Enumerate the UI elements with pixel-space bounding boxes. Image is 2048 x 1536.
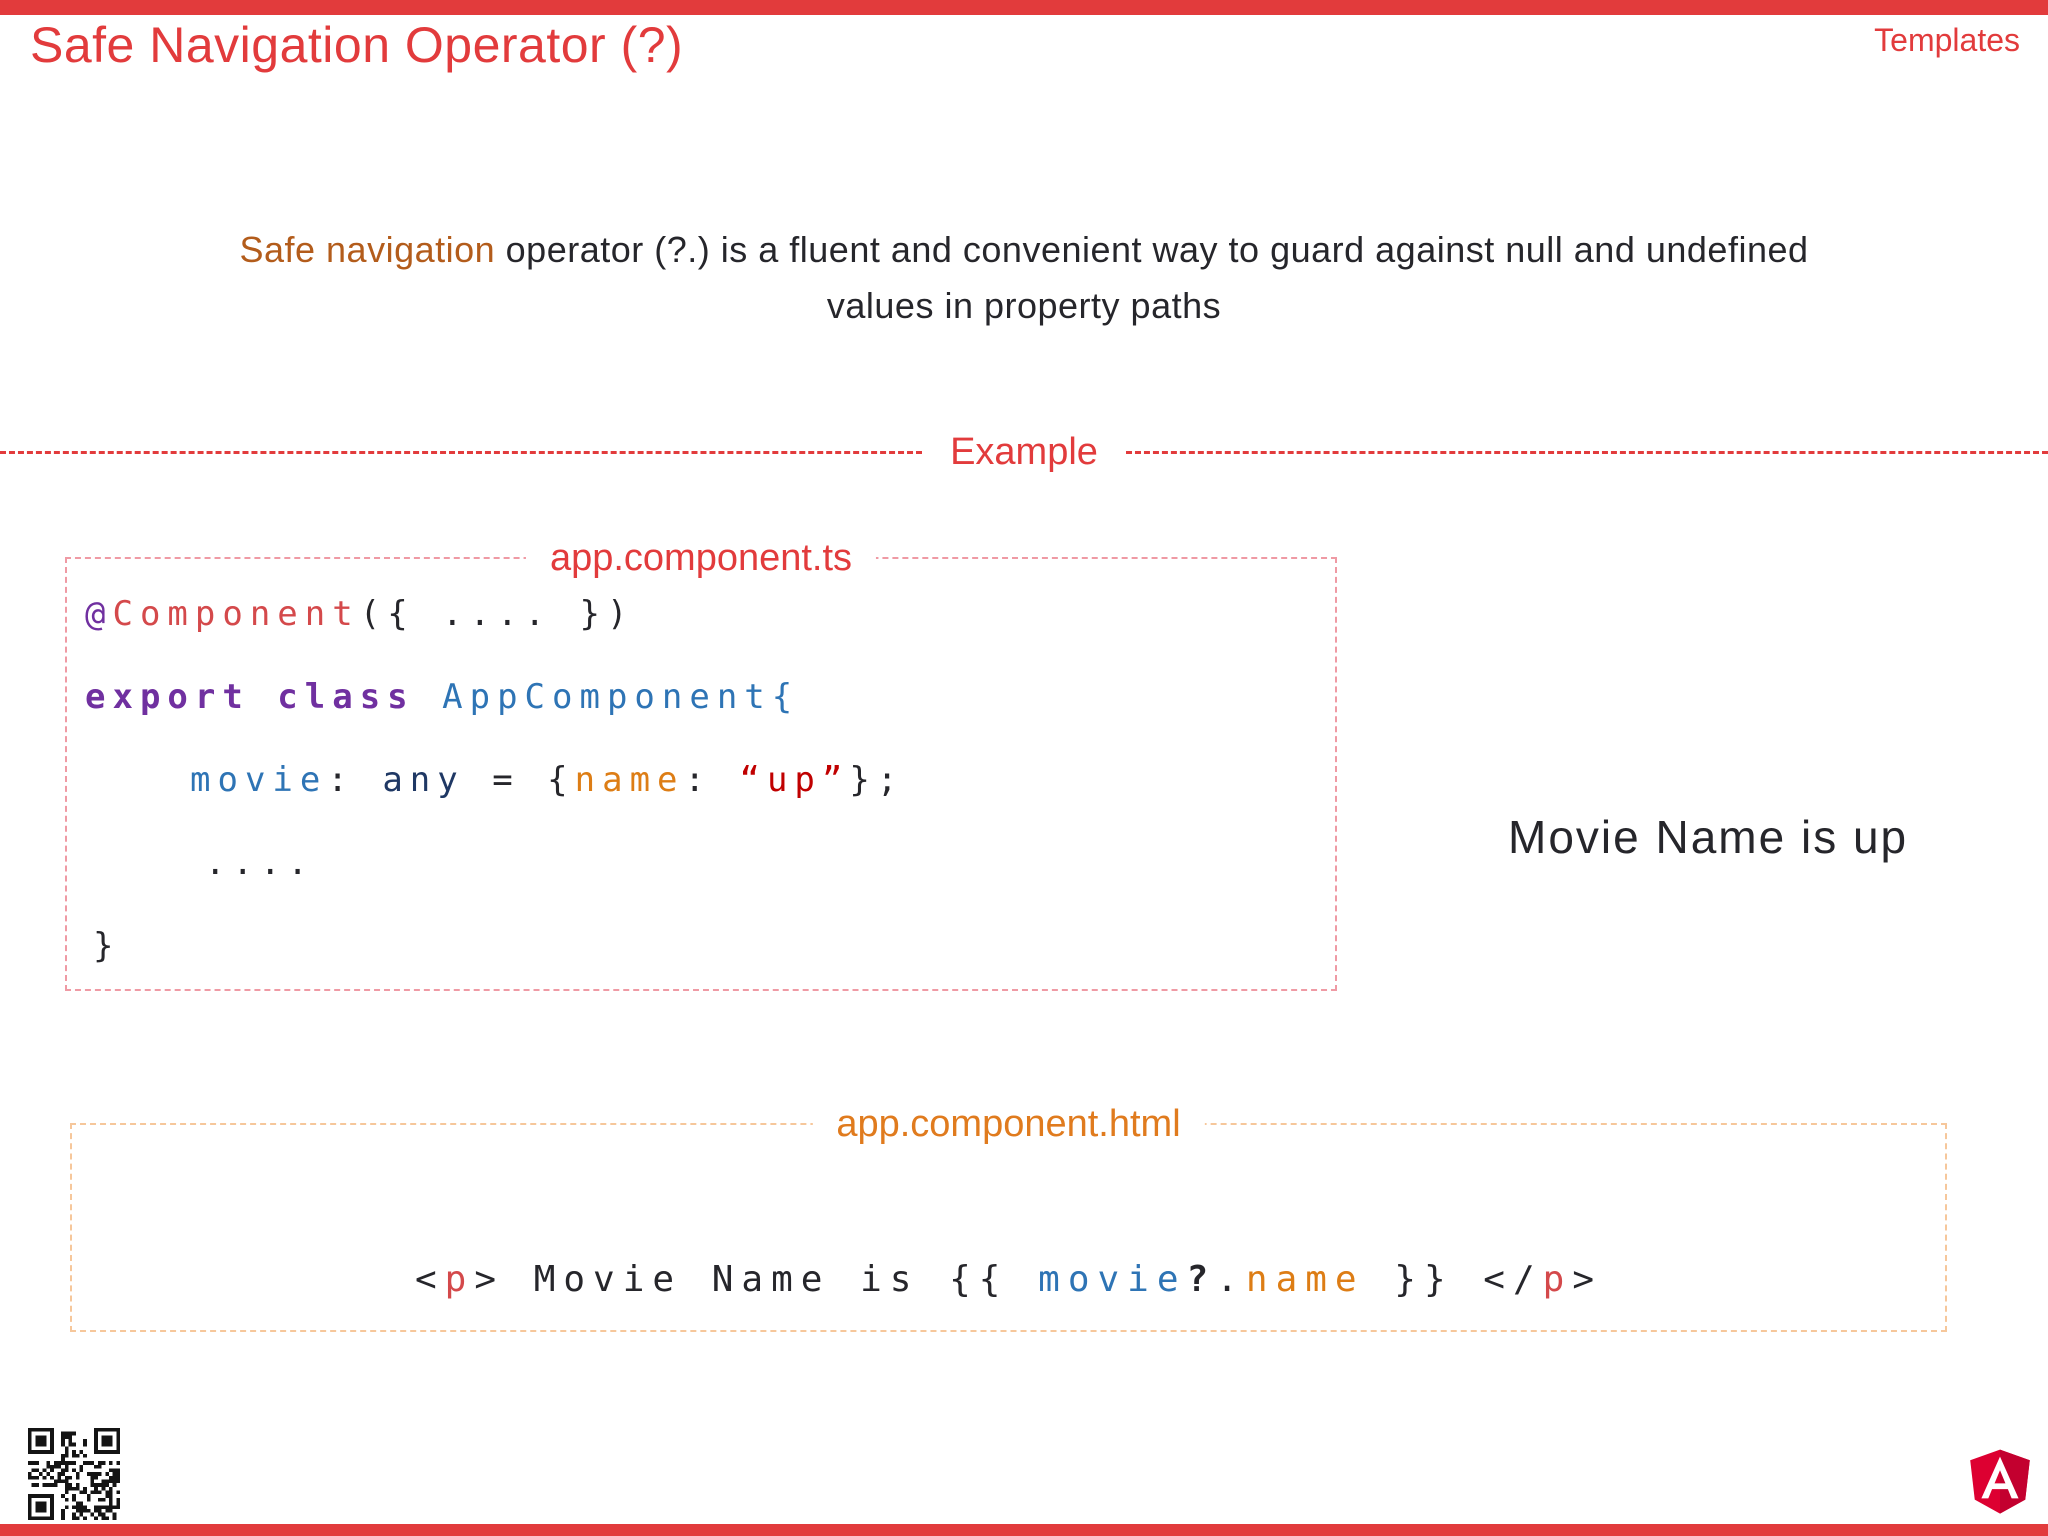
description-line2: values in property paths [826,285,1222,326]
divider-dash-right [1125,450,2048,454]
rendered-output-text: Movie Name is up [1508,811,1909,863]
description-rest: operator (?.) is a fluent and convenient… [495,229,1809,270]
description: Safe navigation operator (?.) is a fluen… [0,222,2048,334]
divider-dash-left [0,450,923,454]
top-accent-bar [0,0,2048,15]
section-label: Templates [1874,22,2020,58]
ts-code: @Component({ .... })export class AppComp… [85,594,905,966]
html-box-label: app.component.html [812,1103,1205,1146]
angular-logo-icon [1960,1436,2040,1524]
page-title: Safe Navigation Operator (?) [30,17,684,73]
html-code-box: app.component.html <p> Movie Name is {{ … [70,1103,1947,1332]
html-code: <p> Movie Name is {{ movie?.name }} </p> [414,1259,1603,1300]
example-divider: Example [0,430,2048,474]
bottom-accent-bar [0,1524,2048,1536]
ts-code-box: app.component.ts @Component({ .... })exp… [65,537,1337,991]
ts-box-label: app.component.ts [525,537,877,580]
description-line1: Safe navigation operator (?.) is a fluen… [0,222,2048,278]
qr-code [28,1428,120,1520]
description-highlight: Safe navigation [239,229,496,270]
example-label: Example [950,430,1098,473]
